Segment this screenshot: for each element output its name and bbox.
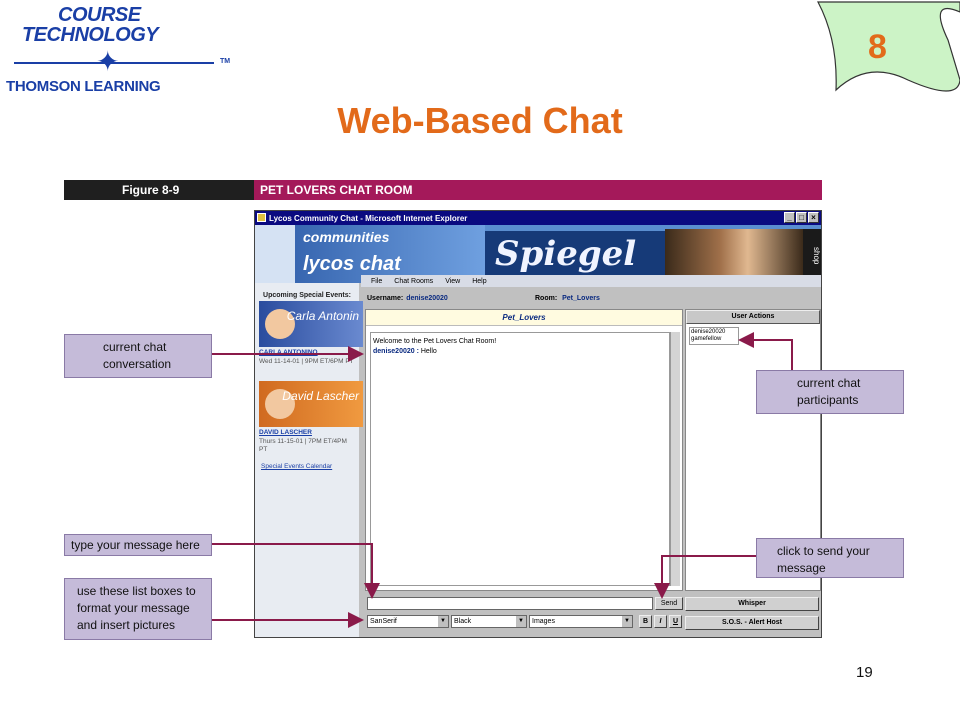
close-button[interactable]: × [808, 212, 819, 223]
special-events-calendar-link[interactable]: Special Events Calendar [261, 463, 333, 470]
banner-stripe [255, 225, 295, 283]
chapter-flag-icon [817, 1, 960, 92]
events-panel: Upcoming Special Events: Carla Antonin C… [255, 283, 363, 637]
callout-send-message: click to send your message [756, 538, 904, 578]
bold-button[interactable]: B [639, 615, 652, 628]
maximize-button[interactable]: □ [796, 212, 807, 223]
logo-thomson-learning: THOMSON LEARNING [6, 78, 161, 95]
banner-communities: communities [303, 229, 390, 245]
menu-file[interactable]: File [371, 277, 383, 285]
room-value: Pet_Lovers [562, 294, 600, 302]
chevron-down-icon: ▼ [622, 616, 632, 627]
chapter-number: 8 [868, 28, 887, 66]
callout-list-boxes: use these list boxes to format your mess… [64, 578, 212, 640]
logo-star-icon: ✦ [96, 46, 120, 77]
ie-icon [257, 213, 266, 222]
chat-room-header: Pet_Lovers [366, 310, 682, 326]
callout-participants: current chat participants [756, 370, 904, 414]
color-select[interactable]: Black ▼ [451, 615, 527, 628]
message-input[interactable] [367, 597, 653, 610]
chat-message: denise20020 : Hello [373, 348, 437, 355]
font-select[interactable]: SanSerif ▼ [367, 615, 449, 628]
spiegel-ad[interactable]: Spiegel [485, 231, 665, 277]
minimize-button[interactable]: _ [784, 212, 795, 223]
slide-title: Web-Based Chat [337, 100, 623, 141]
browser-window: Lycos Community Chat - Microsoft Interne… [254, 210, 822, 638]
list-item[interactable]: gamefellow [691, 336, 722, 342]
username-label: Username: [367, 294, 404, 302]
window-titlebar: Lycos Community Chat - Microsoft Interne… [255, 211, 821, 225]
chat-messages[interactable]: Welcome to the Pet Lovers Chat Room! den… [370, 332, 670, 586]
banner-lycos-chat[interactable]: lycos chat [303, 253, 401, 275]
menu-bar: File Chat Rooms View Help [361, 275, 821, 287]
chat-pane: Pet_Lovers Welcome to the Pet Lovers Cha… [365, 309, 683, 591]
ad-photo[interactable] [665, 229, 803, 283]
logo-line [14, 62, 214, 64]
callout-type-message: type your message here [64, 534, 212, 556]
event-time-carla: Wed 11-14-01 | 9PM ET/6PM PT [259, 358, 354, 365]
avatar [265, 389, 295, 419]
window-title: Lycos Community Chat - Microsoft Interne… [269, 213, 468, 223]
chat-scrollbar[interactable] [670, 332, 680, 586]
sos-alert-host-button[interactable]: S.O.S. - Alert Host [685, 616, 819, 630]
menu-chat-rooms[interactable]: Chat Rooms [394, 277, 434, 285]
underline-button[interactable]: U [669, 615, 682, 628]
user-info-row: Username: denise20020 Room: Pet_Lovers [361, 291, 821, 305]
list-item[interactable]: denise20020 [691, 329, 726, 335]
lycos-banner: communities lycos chat Spiegel shop [255, 225, 821, 283]
events-heading: Upcoming Special Events: [263, 292, 351, 299]
chevron-down-icon: ▼ [438, 616, 448, 627]
room-label: Room: [535, 294, 558, 302]
page-number: 19 [856, 664, 873, 681]
callout-current-chat: current chat conversation [64, 334, 212, 378]
promo-carla[interactable]: Carla Antonin [259, 301, 363, 347]
shop-tab[interactable]: shop [803, 229, 821, 283]
images-select[interactable]: Images ▼ [529, 615, 633, 628]
whisper-button[interactable]: Whisper [685, 597, 819, 611]
menu-help[interactable]: Help [472, 277, 487, 285]
event-link-carla[interactable]: CARLA ANTONINO [259, 349, 318, 356]
promo-carla-name: Carla Antonin [286, 309, 359, 323]
chevron-down-icon: ▼ [516, 616, 526, 627]
promo-david[interactable]: David Lascher [259, 381, 363, 427]
send-button[interactable]: Send [655, 597, 683, 610]
user-actions-button[interactable]: User Actions [686, 310, 820, 324]
logo-trademark: TM [220, 58, 231, 65]
menu-view[interactable]: View [445, 277, 461, 285]
chat-message: Welcome to the Pet Lovers Chat Room! [373, 338, 497, 345]
username-value: denise20020 [406, 294, 448, 302]
logo-technology: TECHNOLOGY [22, 24, 159, 46]
figure-header: Figure 8-9 PET LOVERS CHAT ROOM [64, 180, 822, 200]
logo-course: COURSE [58, 4, 141, 26]
event-time-david: Thurs 11-15-01 | 7PM ET/4PM PT [259, 438, 347, 453]
figure-number: Figure 8-9 [64, 180, 254, 200]
event-link-david[interactable]: DAVID LASCHER [259, 429, 312, 436]
italic-button[interactable]: I [654, 615, 667, 628]
figure-caption: PET LOVERS CHAT ROOM [254, 180, 822, 200]
room-info: Room: Pet_Lovers [535, 295, 600, 302]
avatar [265, 309, 295, 339]
course-technology-logo: COURSE TECHNOLOGY ✦ TM THOMSON LEARNING [6, 4, 246, 100]
promo-david-name: David Lascher [282, 389, 359, 403]
